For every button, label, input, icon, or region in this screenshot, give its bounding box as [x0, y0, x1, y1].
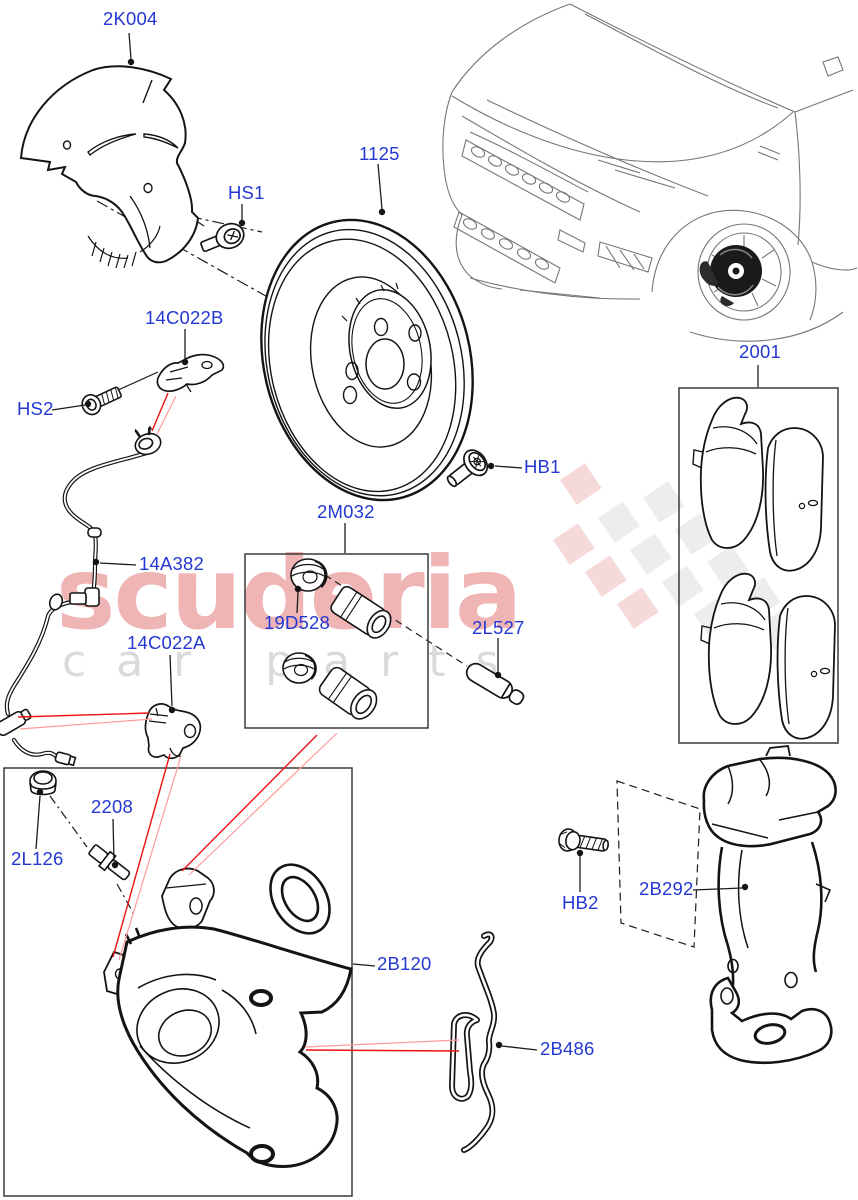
red-leader-lines: [17, 392, 460, 1052]
brake-pads-box-2001: [678, 387, 839, 744]
brake-pad: [692, 396, 764, 549]
guide-boot-upper: [290, 558, 328, 592]
knuckle-hatching: [87, 225, 161, 269]
part-label-hs1: HS1: [228, 182, 265, 203]
part-label-2l126: 2L126: [11, 848, 64, 869]
bolt-hs1: [200, 222, 245, 253]
guide-sleeve-lower: [318, 666, 378, 720]
part-label-2b486: 2B486: [540, 1038, 595, 1059]
brake-pad: [764, 427, 824, 572]
label-leader-lines: [35, 32, 759, 1051]
part-label-14c022a: 14C022A: [127, 632, 206, 653]
vehicle-sketch: [442, 3, 858, 342]
part-label-2k004: 2K004: [103, 8, 158, 29]
wheel-brake-cluster: [699, 245, 762, 307]
guide-sleeve-upper: [330, 585, 392, 639]
part-label-2b120: 2B120: [377, 953, 432, 974]
part-label-2001: 2001: [739, 341, 781, 362]
sensor-head: [134, 425, 162, 456]
brake-pad: [776, 595, 836, 740]
guide-boot-lower: [282, 652, 317, 684]
bolt-hb1: [446, 449, 489, 488]
dust-shield-drawing: [19, 65, 200, 269]
piston-seal-ring: [269, 863, 331, 935]
part-label-2b292: 2B292: [639, 878, 694, 899]
spring-clip-2b486: [448, 931, 498, 1153]
part-label-14c022b: 14C022B: [145, 307, 224, 328]
part-label-14a382: 14A382: [139, 553, 204, 574]
part-label-2208: 2208: [91, 796, 133, 817]
guide-kit-box-2m032: [244, 553, 429, 729]
bracket-14c022b: [156, 353, 225, 393]
part-label-hs2: HS2: [17, 398, 54, 419]
part-label-2l527: 2L527: [472, 617, 525, 638]
watermark-text-primary: scuderia: [56, 535, 520, 652]
bolt-hs2: [81, 386, 122, 416]
caliper-box: [3, 767, 353, 1197]
brake-pad: [700, 572, 772, 725]
part-label-hb2: HB2: [562, 892, 599, 913]
carrier-drawing-2b292: [702, 745, 837, 1065]
guide-pin-2l527: [465, 662, 525, 706]
pin-2208: [88, 844, 131, 881]
watermark-text-secondary: car parts: [62, 636, 528, 687]
part-label-1125: 1125: [359, 143, 400, 164]
part-label-19d528: 19D528: [264, 612, 331, 633]
brake-disc-drawing: [260, 218, 474, 502]
bolt-hb2: [558, 828, 610, 852]
part-label-2m032: 2M032: [317, 501, 375, 522]
abs-sensor-drawing: [0, 425, 162, 767]
part-label-hb1: HB1: [524, 456, 561, 477]
caliper-drawing-2b120: [103, 867, 353, 1168]
bleed-cap-2l126: [29, 770, 57, 796]
